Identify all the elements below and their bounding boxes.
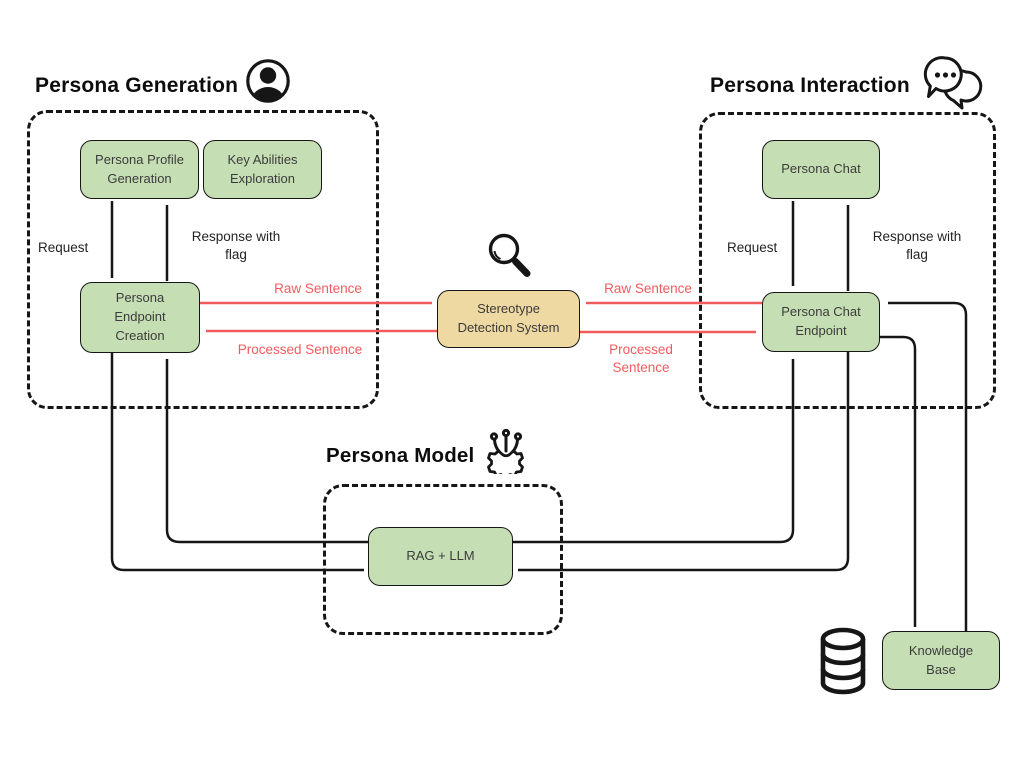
- box-persona-endpoint-creation: Persona Endpoint Creation: [80, 282, 200, 353]
- box-key-abilities-exploration: Key Abilities Exploration: [203, 140, 322, 199]
- box-persona-chat: Persona Chat: [762, 140, 880, 199]
- ai-gear-icon: [487, 428, 524, 474]
- magnifier-icon: [488, 233, 531, 277]
- arrow-chat-endpoint-to-kb: [880, 335, 917, 627]
- persona-model-container: [323, 484, 563, 635]
- arrow-kb-to-chat-endpoint: [888, 301, 968, 631]
- persona-generation-title: Persona Generation: [35, 74, 239, 97]
- arrow-endpoint-to-rag: [110, 353, 364, 572]
- box-persona-profile-generation: Persona Profile Generation: [80, 140, 199, 199]
- arrow-rag-to-chat-endpoint: [513, 359, 795, 544]
- arrow-rag-to-endpoint: [165, 359, 368, 544]
- label-raw-sentence-right: Raw Sentence: [604, 281, 692, 296]
- box-knowledge-base: Knowledge Base: [882, 631, 1000, 690]
- label-response-right: Response with flag: [872, 229, 962, 263]
- persona-generation-container: [27, 110, 379, 409]
- label-processed-sentence-right: Processed Sentence: [609, 342, 673, 376]
- label-raw-sentence-left: Raw Sentence: [274, 281, 362, 296]
- label-processed-sentence-left: Processed Sentence: [237, 342, 363, 357]
- database-icon: [820, 627, 866, 695]
- label-request-left: Request: [38, 240, 89, 255]
- label-response-left: Response with flag: [191, 229, 281, 263]
- persona-model-title: Persona Model: [326, 444, 475, 467]
- arrow-chat-endpoint-to-rag: [518, 352, 850, 572]
- box-persona-chat-endpoint: Persona Chat Endpoint: [762, 292, 880, 352]
- persona-interaction-title: Persona Interaction: [710, 74, 910, 97]
- user-icon: [246, 59, 290, 103]
- box-rag-llm: RAG + LLM: [368, 527, 513, 586]
- label-request-right: Request: [727, 240, 778, 255]
- box-stereotype-detection-system: Stereotype Detection System: [437, 290, 580, 348]
- chat-bubbles-icon: [923, 56, 983, 110]
